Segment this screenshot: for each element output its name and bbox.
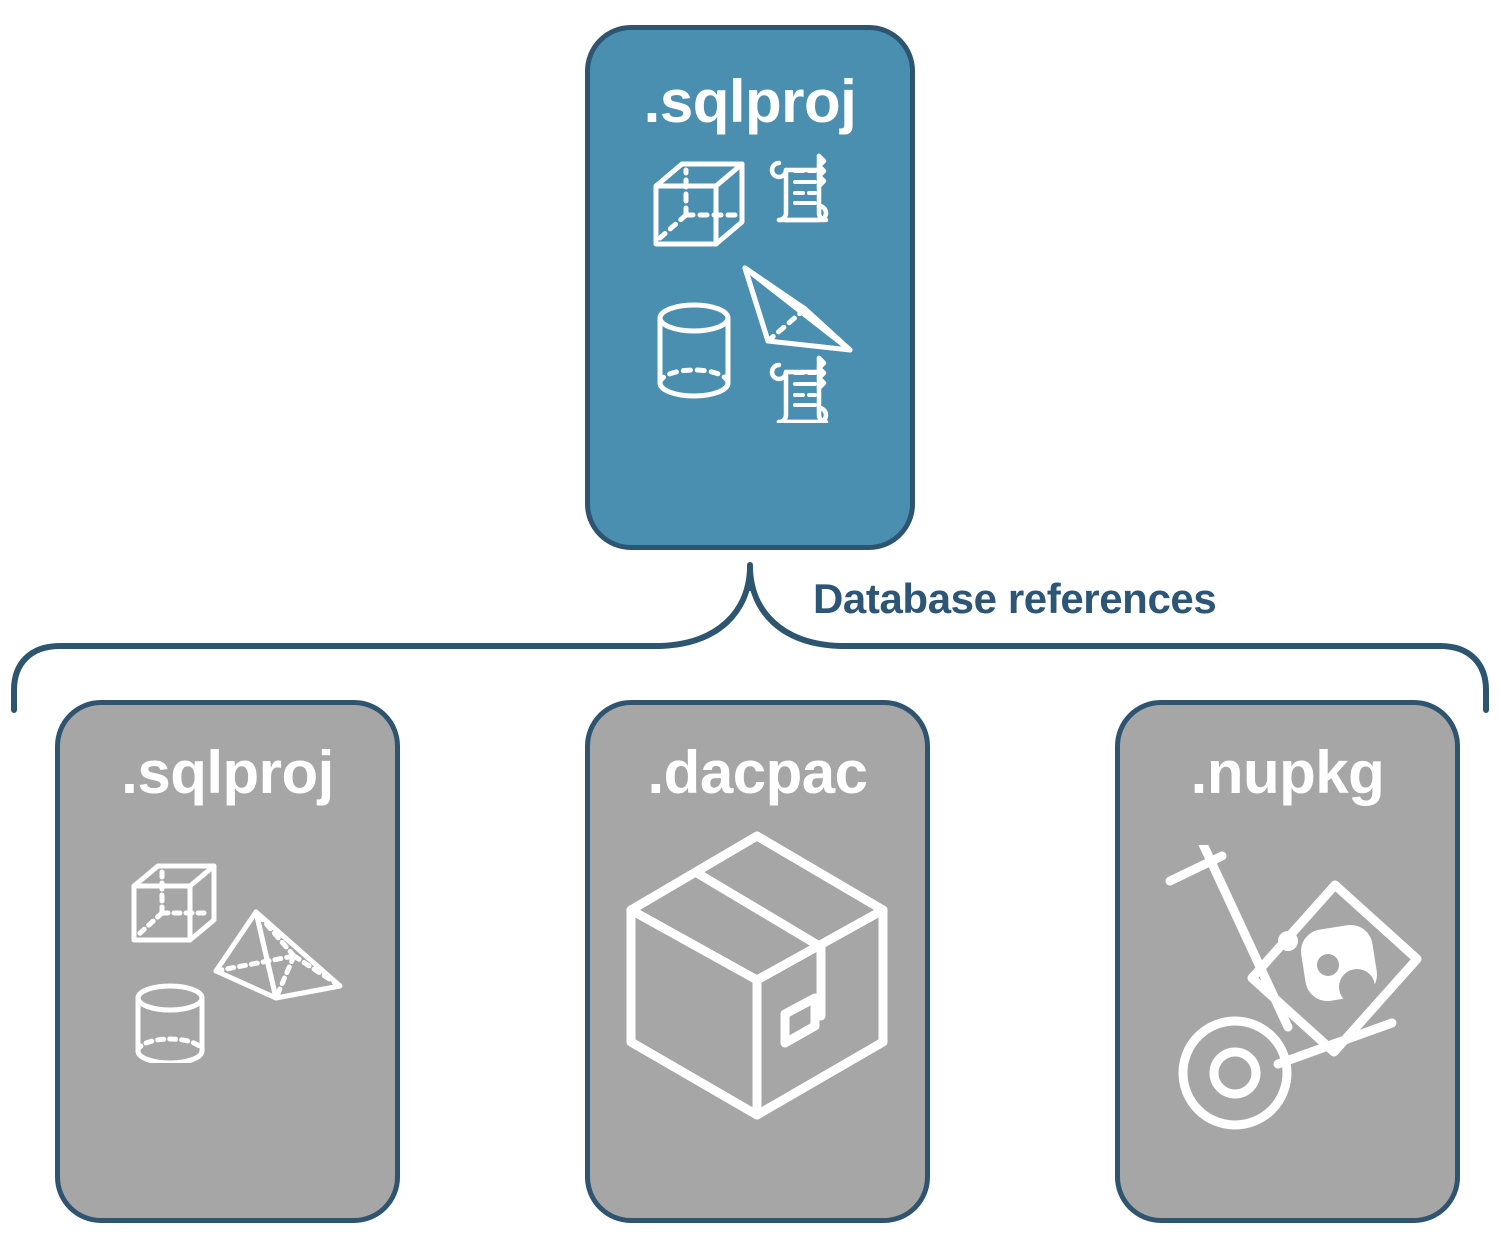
connector-label: Database references [813, 575, 1217, 622]
node-ref-sqlproj-label: .sqlproj [121, 739, 334, 806]
node-ref-dacpac-label: .dacpac [647, 739, 868, 806]
node-root-sqlproj[interactable]: .sqlproj [585, 25, 915, 550]
node-ref-dacpac[interactable]: .dacpac [585, 700, 930, 1223]
brace-path [11, 562, 1489, 713]
node-ref-sqlproj[interactable]: .sqlproj [55, 700, 400, 1223]
node-ref-nupkg[interactable]: .nupkg [1115, 700, 1460, 1223]
database-references-brace [0, 540, 1500, 725]
node-root-sqlproj-label: .sqlproj [643, 68, 857, 135]
node-ref-nupkg-label: .nupkg [1190, 739, 1385, 806]
